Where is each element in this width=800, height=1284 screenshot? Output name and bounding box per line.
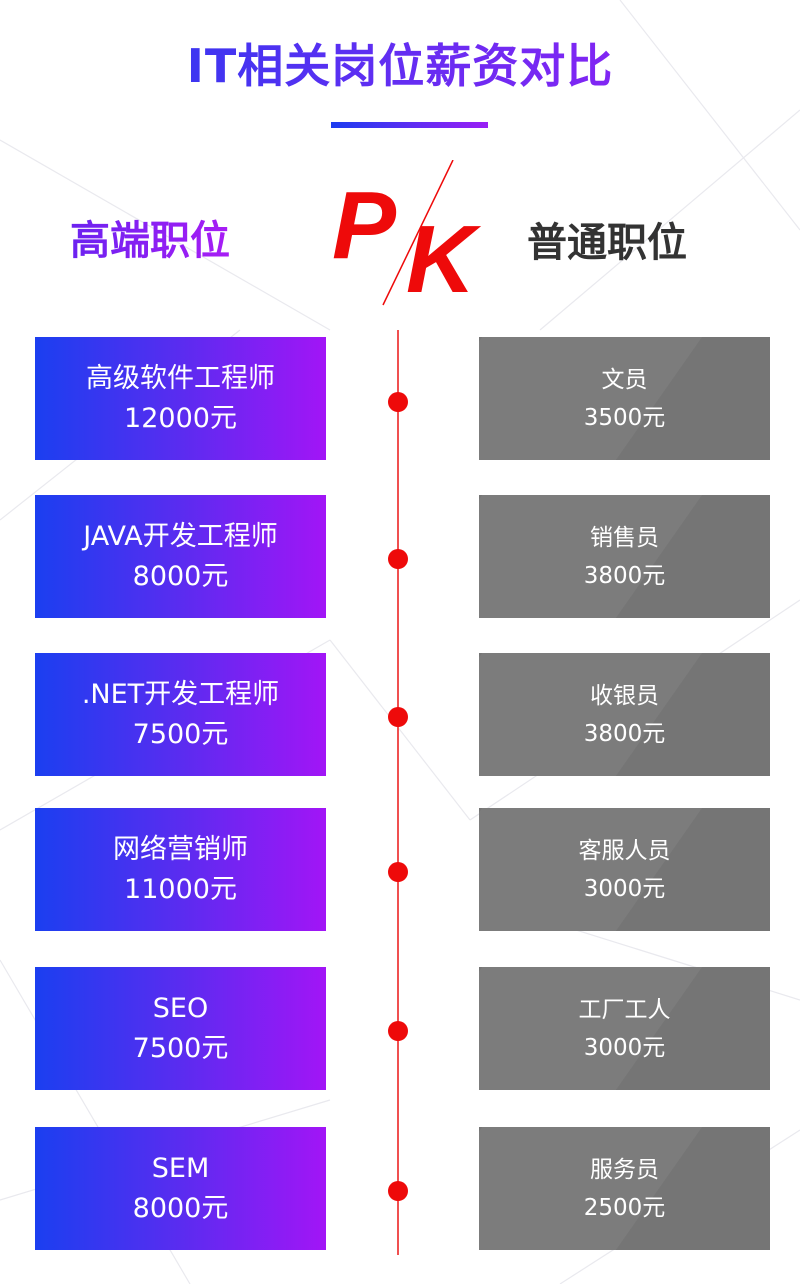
- job-name: 高级软件工程师: [86, 362, 275, 394]
- timeline-dot: [388, 707, 408, 727]
- job-salary: 3000元: [583, 1034, 666, 1061]
- job-name: 工厂工人: [578, 996, 671, 1023]
- normal-job-card: 销售员 3800元: [479, 495, 770, 618]
- high-job-card: 高级软件工程师 12000元: [35, 337, 326, 460]
- pk-slash: [382, 160, 454, 306]
- job-name: 文员: [601, 366, 648, 393]
- job-name: JAVA开发工程师: [83, 520, 278, 552]
- pk-logo: P K: [330, 160, 480, 310]
- job-salary: 11000元: [124, 873, 237, 905]
- job-name: .NET开发工程师: [81, 678, 280, 710]
- job-name: SEM: [151, 1152, 210, 1184]
- job-name: SEO: [152, 992, 209, 1024]
- timeline-dot: [388, 1181, 408, 1201]
- high-job-card: 网络营销师 11000元: [35, 808, 326, 931]
- job-salary: 8000元: [132, 1192, 229, 1224]
- job-name: 销售员: [590, 524, 659, 551]
- job-salary: 3000元: [583, 875, 666, 902]
- job-salary: 8000元: [132, 560, 229, 592]
- job-salary: 7500元: [132, 1032, 229, 1064]
- title-underline: [331, 122, 488, 128]
- high-job-card: .NET开发工程师 7500元: [35, 653, 326, 776]
- job-salary: 3800元: [583, 562, 666, 589]
- high-job-card: JAVA开发工程师 8000元: [35, 495, 326, 618]
- pk-letter-k: K: [406, 206, 476, 313]
- timeline-dot: [388, 549, 408, 569]
- job-salary: 3800元: [583, 720, 666, 747]
- timeline-line: [397, 330, 399, 1255]
- normal-job-card: 文员 3500元: [479, 337, 770, 460]
- job-salary: 12000元: [124, 402, 237, 434]
- timeline-dot: [388, 392, 408, 412]
- timeline-dot: [388, 1021, 408, 1041]
- page-title: IT相关岗位薪资对比: [0, 30, 800, 96]
- job-name: 客服人员: [578, 837, 671, 864]
- normal-job-card: 收银员 3800元: [479, 653, 770, 776]
- job-salary: 7500元: [132, 718, 229, 750]
- job-salary: 2500元: [583, 1194, 666, 1221]
- job-name: 服务员: [590, 1156, 659, 1183]
- job-salary: 3500元: [583, 404, 666, 431]
- normal-heading: 普通职位: [527, 220, 687, 266]
- normal-job-card: 工厂工人 3000元: [479, 967, 770, 1090]
- high-end-heading: 高端职位: [70, 208, 230, 266]
- high-job-card: SEO 7500元: [35, 967, 326, 1090]
- pk-letter-p: P: [332, 172, 397, 279]
- timeline-dot: [388, 862, 408, 882]
- normal-job-card: 客服人员 3000元: [479, 808, 770, 931]
- job-name: 网络营销师: [113, 833, 248, 865]
- normal-job-card: 服务员 2500元: [479, 1127, 770, 1250]
- high-job-card: SEM 8000元: [35, 1127, 326, 1250]
- job-name: 收银员: [590, 682, 659, 709]
